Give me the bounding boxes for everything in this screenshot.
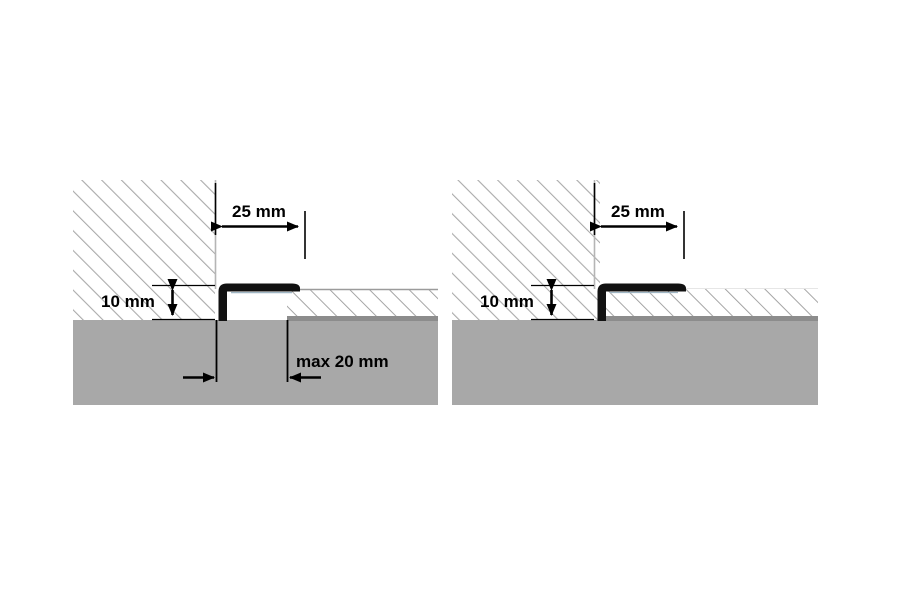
floor-slab-top-edge [287,314,438,321]
recess-void [216,289,287,320]
floor-slab [452,320,818,405]
left-diagram: 25 mm 10 mm max 20 mm [73,180,438,405]
dim-label-max-20mm: max 20 mm [296,352,389,371]
dim-label-10mm: 10 mm [480,292,534,311]
dim-label-25mm: 25 mm [611,202,665,221]
wall-hatched-block [73,180,215,320]
floor-covering-under-profile [600,289,818,316]
wall-hatched-block [452,180,600,320]
dim-label-10mm: 10 mm [101,292,155,311]
floor-covering-layer [287,289,438,316]
floor-slab [73,320,438,405]
floor-slab-top-edge [600,314,818,321]
nosing-profile [218,283,300,321]
dim-label-25mm: 25 mm [232,202,286,221]
right-diagram: 25 mm 10 mm [452,180,818,405]
nosing-profile [597,283,686,321]
